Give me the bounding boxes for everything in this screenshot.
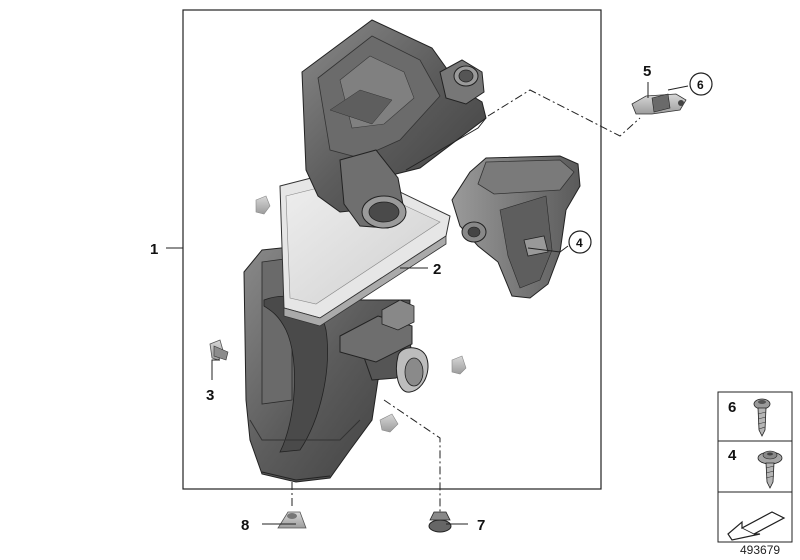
callout-2: 2 <box>433 261 441 278</box>
intake-duct-part <box>451 155 581 299</box>
callout-6: 6 <box>697 78 704 92</box>
callout-1: 1 <box>150 241 158 258</box>
fastener-legend: 6 4 <box>717 391 793 543</box>
assembly-frame <box>182 9 602 490</box>
diagram-number: 493679 <box>740 543 780 557</box>
legend-label-4: 4 <box>728 447 737 464</box>
washer-screw-icon <box>757 450 783 489</box>
callout-4-circle <box>568 230 592 254</box>
callout-7: 7 <box>477 517 485 534</box>
air-filter-housing-upper <box>301 19 487 229</box>
callout-5: 5 <box>643 63 651 80</box>
grommet-7 <box>428 511 452 533</box>
callout-8: 8 <box>241 517 249 534</box>
clip-parts <box>209 195 467 433</box>
legend-label-6: 6 <box>728 399 736 416</box>
callout-6-circle <box>689 72 713 96</box>
callout-3: 3 <box>206 387 214 404</box>
grommet-8 <box>277 511 307 529</box>
callout-leaders <box>166 82 689 525</box>
sensor-part <box>631 93 687 115</box>
direction-arrow-icon <box>727 511 786 541</box>
assembly-lines <box>291 89 641 514</box>
screw-icon <box>753 398 771 437</box>
callout-4: 4 <box>576 236 583 250</box>
